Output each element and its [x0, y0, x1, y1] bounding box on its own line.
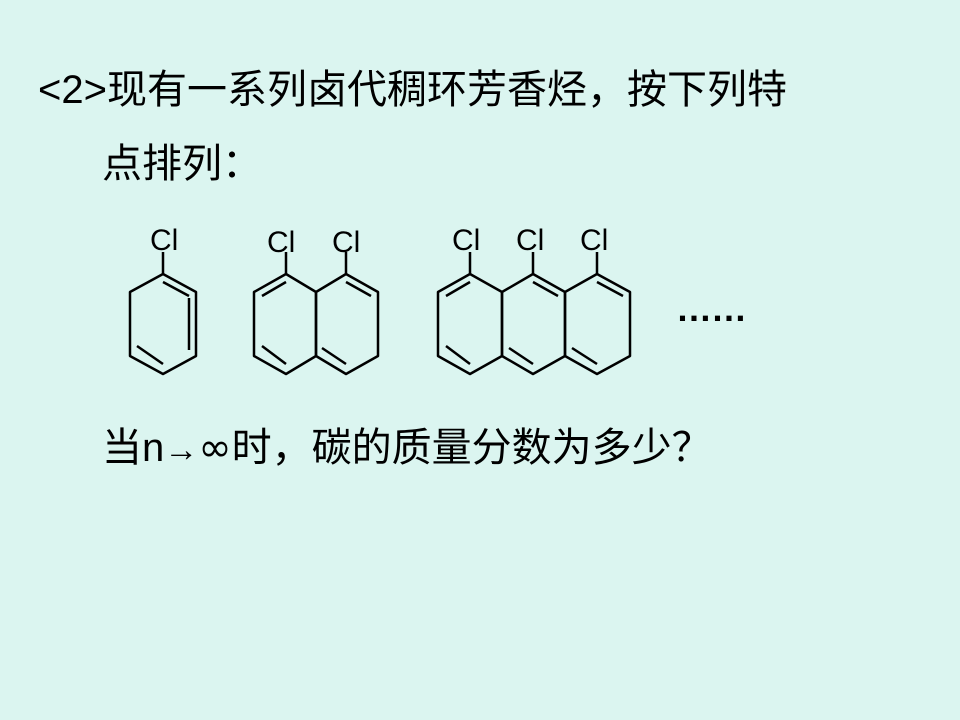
- series-ellipsis: ……: [676, 288, 747, 329]
- trichloroanthracene-structure: [436, 252, 632, 376]
- molecule-structures: Cl Cl Cl Cl Cl Cl: [128, 224, 632, 376]
- arrow-icon: →: [164, 431, 199, 469]
- chlorine-label: Cl: [267, 226, 295, 259]
- question-text-line-1: 现有一系列卤代稠环芳香烃，按下列特: [106, 67, 787, 113]
- chlorobenzene-structure: [128, 252, 198, 376]
- chlorine-label: Cl: [452, 224, 480, 257]
- dichloronaphthalene-structure: [252, 252, 380, 376]
- question-text-prefix: 当: [102, 425, 142, 471]
- chlorine-label: Cl: [332, 226, 360, 259]
- chlorine-label: Cl: [516, 224, 544, 257]
- variable-n: n: [142, 426, 165, 470]
- question-number: <2>: [38, 68, 107, 112]
- question-line-2: 点排列：: [102, 141, 262, 187]
- question-line-3: 当n→∞时，碳的质量分数为多少？: [102, 424, 712, 474]
- chlorine-label: Cl: [580, 224, 608, 257]
- question-text-suffix: ∞时，碳的质量分数为多少？: [198, 425, 712, 471]
- chlorine-label: Cl: [150, 224, 178, 257]
- question-line-1: <2>现有一系列卤代稠环芳香烃，按下列特: [38, 66, 787, 114]
